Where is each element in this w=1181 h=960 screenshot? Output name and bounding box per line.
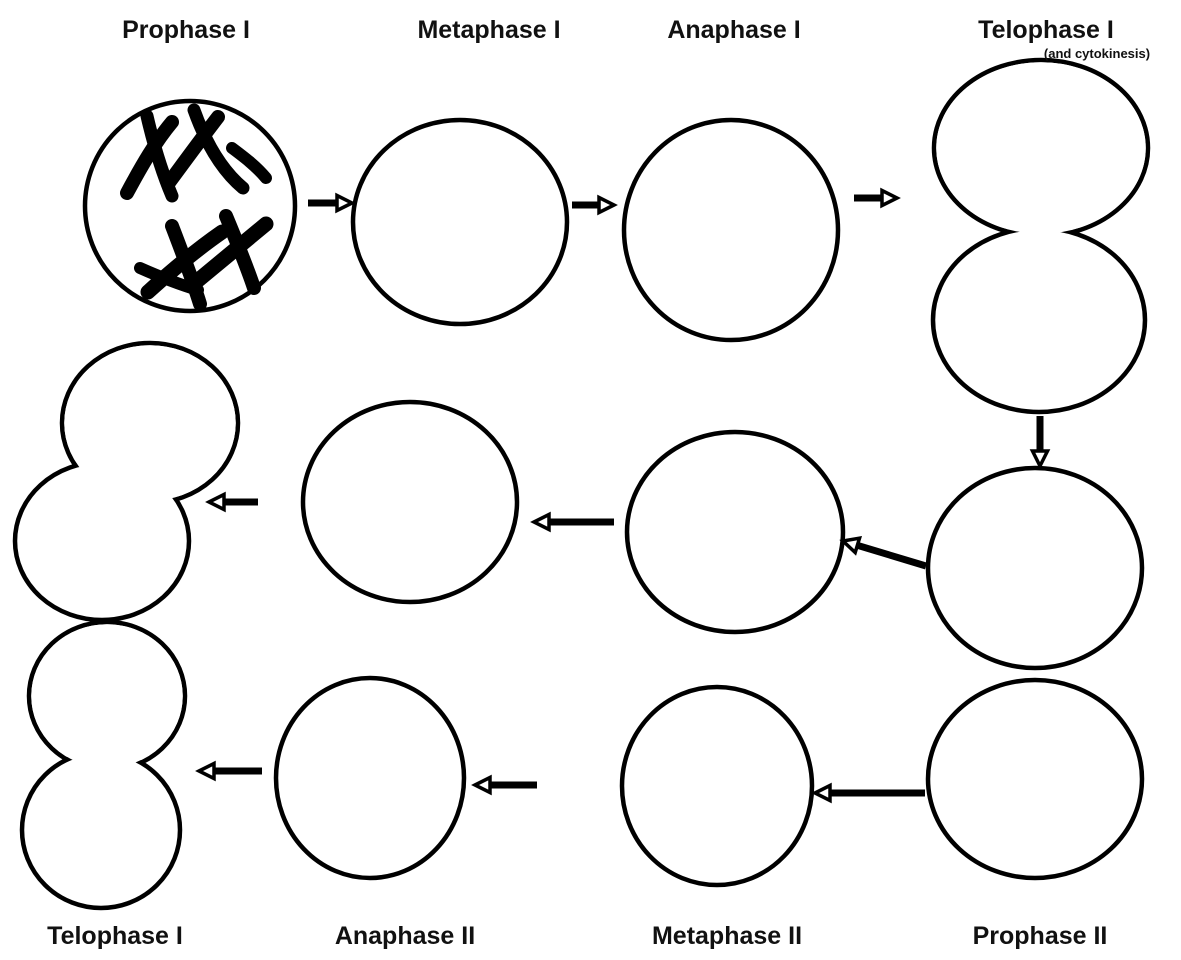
cell-telophase-bottom — [19, 619, 188, 911]
arrow-prophase1-to-metaphase1 — [308, 192, 356, 214]
cell-row2-left — [300, 399, 520, 605]
arrow-metaphase1-to-anaphase1 — [572, 194, 618, 216]
label-prophase-2: Prophase II — [973, 922, 1108, 950]
chromosome-stroke — [187, 103, 250, 195]
arrow-metaphase2-to-anaphase2 — [471, 774, 537, 796]
chromosome-stroke — [226, 142, 272, 184]
cell-row2-right — [925, 465, 1145, 671]
chromosome-stroke — [134, 262, 204, 296]
label-prophase-1: Prophase I — [122, 16, 250, 44]
arrow-anaphase2-to-telophase — [195, 760, 262, 782]
cell-telophase-1 — [930, 57, 1151, 415]
cell-metaphase-1 — [350, 117, 570, 327]
chromosome-stroke — [188, 216, 274, 290]
cell-row2-middle — [624, 429, 846, 635]
cell-metaphase-2 — [619, 684, 815, 888]
label-telophase-1-bottom: Telophase I — [47, 922, 183, 950]
arrow-anaphase1-to-telophase1 — [854, 187, 901, 209]
label-and-cytokinesis: (and cytokinesis) — [1044, 46, 1150, 61]
label-anaphase-1: Anaphase I — [667, 16, 800, 44]
chromosome-stroke — [165, 219, 207, 311]
cell-anaphase-2 — [273, 675, 467, 881]
label-metaphase-2: Metaphase II — [652, 922, 802, 950]
label-telophase-1: Telophase I — [978, 16, 1114, 44]
chromosome-stroke — [161, 110, 225, 191]
arrow-row2-left-to-figure8 — [205, 491, 258, 513]
cell-row2-figure8 — [12, 340, 241, 623]
cell-anaphase-1 — [621, 117, 841, 343]
chromosome-stroke — [219, 209, 261, 295]
arrow-row2-right-to-middle — [839, 535, 928, 570]
arrow-prophase2-to-metaphase2 — [811, 782, 925, 804]
arrow-telophase1-down — [1029, 416, 1051, 470]
label-metaphase-1: Metaphase I — [417, 16, 560, 44]
tetrad-chromosomes — [120, 103, 274, 311]
cell-prophase-2 — [925, 677, 1145, 881]
arrow-row2-middle-to-left — [530, 511, 614, 533]
chromosome-stroke — [120, 115, 179, 200]
label-anaphase-2: Anaphase II — [335, 922, 475, 950]
